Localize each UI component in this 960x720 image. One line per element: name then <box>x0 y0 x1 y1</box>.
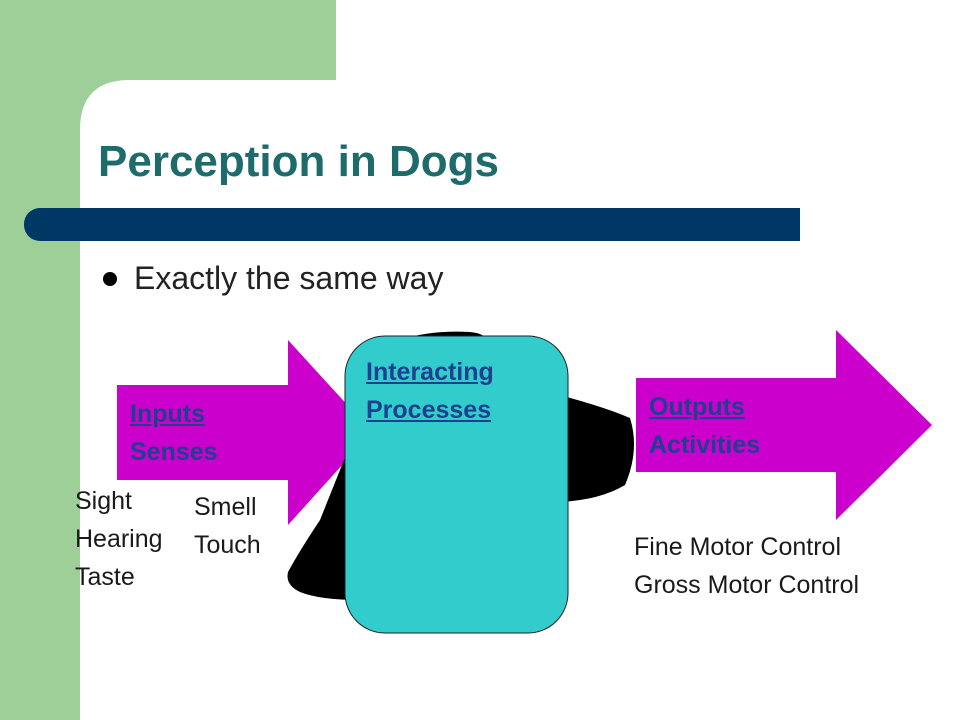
sidebar-corner <box>80 80 130 130</box>
processes-label-link-line1[interactable]: Interacting <box>366 358 494 386</box>
inputs-sublabel: Senses <box>130 438 218 466</box>
sense-smell: Smell <box>194 493 257 521</box>
activity-gross-motor: Gross Motor Control <box>634 571 860 599</box>
sense-sight: Sight <box>75 487 132 515</box>
outputs-sublabel: Activities <box>649 431 761 459</box>
title-bar <box>24 208 800 241</box>
inputs-arrow <box>117 340 372 525</box>
processes-label-link-line2[interactable]: Processes <box>366 396 492 424</box>
bullet-dot-icon <box>103 272 117 286</box>
sense-taste: Taste <box>75 563 135 591</box>
sense-touch: Touch <box>194 531 261 559</box>
outputs-arrow <box>636 330 932 520</box>
outputs-label-link[interactable]: Outputs <box>649 393 745 421</box>
title-bar-end <box>700 208 800 241</box>
sidebar-strip <box>0 0 80 720</box>
sense-hearing: Hearing <box>75 525 163 553</box>
slide-title: Perception in Dogs <box>98 137 499 186</box>
inputs-label-link[interactable]: Inputs <box>130 400 205 428</box>
activity-fine-motor: Fine Motor Control <box>634 533 842 561</box>
bullet-text: Exactly the same way <box>134 260 444 296</box>
process-box <box>344 335 569 634</box>
